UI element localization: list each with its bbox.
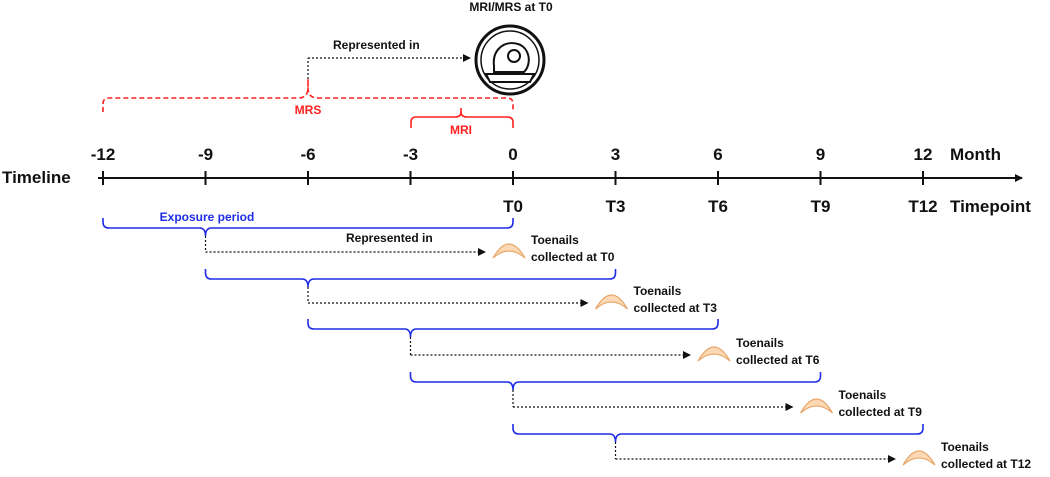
- scanner-title: MRI/MRS at T0: [469, 0, 553, 14]
- month-tick-label: 6: [713, 145, 722, 164]
- toenail-icon: [902, 450, 936, 466]
- exposure-bracket: [307, 319, 719, 338]
- timepoint-label: Timepoint: [950, 197, 1031, 216]
- mri-label: MRI: [450, 123, 472, 137]
- month-tick-label: 9: [816, 145, 825, 164]
- timepoint-label-t0: T0: [503, 197, 523, 216]
- exposure-periods: Toenails collected at T0 Toenails collected…: [102, 218, 1031, 471]
- exposure-bracket: [409, 372, 822, 391]
- exposure-bracket: [512, 424, 924, 443]
- month-label: Month: [950, 145, 1001, 164]
- scanner-represented-label: Represented in: [333, 38, 420, 52]
- toenail-icon: [492, 243, 526, 259]
- exposure-period-label: Exposure period: [160, 210, 255, 224]
- exposure-bracket: [204, 269, 617, 288]
- toenail-label-line2: collected at T12: [941, 457, 1031, 471]
- month-tick-label: 12: [914, 145, 933, 164]
- toenail-label-line2: collected at T3: [634, 301, 718, 315]
- toenail-label-line2: collected at T0: [531, 250, 615, 264]
- toenail-represented-label: Represented in: [346, 231, 433, 245]
- month-tick-label: 3: [611, 145, 620, 164]
- timepoint-label-t6: T6: [708, 197, 728, 216]
- mrs-to-scanner-connector: [307, 54, 471, 79]
- month-tick-label: -3: [403, 145, 418, 164]
- toenail-label-line2: collected at T6: [736, 353, 820, 367]
- toenail-label-line1: Toenails: [839, 388, 887, 402]
- toenail-label-line1: Toenails: [634, 284, 682, 298]
- toenail-label-line1: Toenails: [736, 336, 784, 350]
- toenail-icon: [594, 294, 629, 310]
- month-tick-label: -6: [300, 145, 315, 164]
- toenail-icon: [697, 346, 731, 362]
- mrs-bracket: [102, 79, 514, 112]
- toenail-label-line1: Toenails: [531, 233, 579, 247]
- toenail-icon: [799, 398, 834, 414]
- month-tick-label: -12: [91, 145, 116, 164]
- month-tick-label: 0: [508, 145, 517, 164]
- toenail-label-line2: collected at T9: [839, 405, 923, 419]
- timepoint-label-t12: T12: [908, 197, 937, 216]
- mri-bracket: [410, 108, 514, 128]
- month-tick-label: -9: [198, 145, 213, 164]
- mri-scanner-icon: [474, 24, 546, 96]
- timepoint-label-t3: T3: [606, 197, 626, 216]
- toenail-label-line1: Toenails: [941, 440, 989, 454]
- timepoint-label-t9: T9: [811, 197, 831, 216]
- mrs-label: MRS: [295, 103, 322, 117]
- timeline-label: Timeline: [2, 168, 71, 187]
